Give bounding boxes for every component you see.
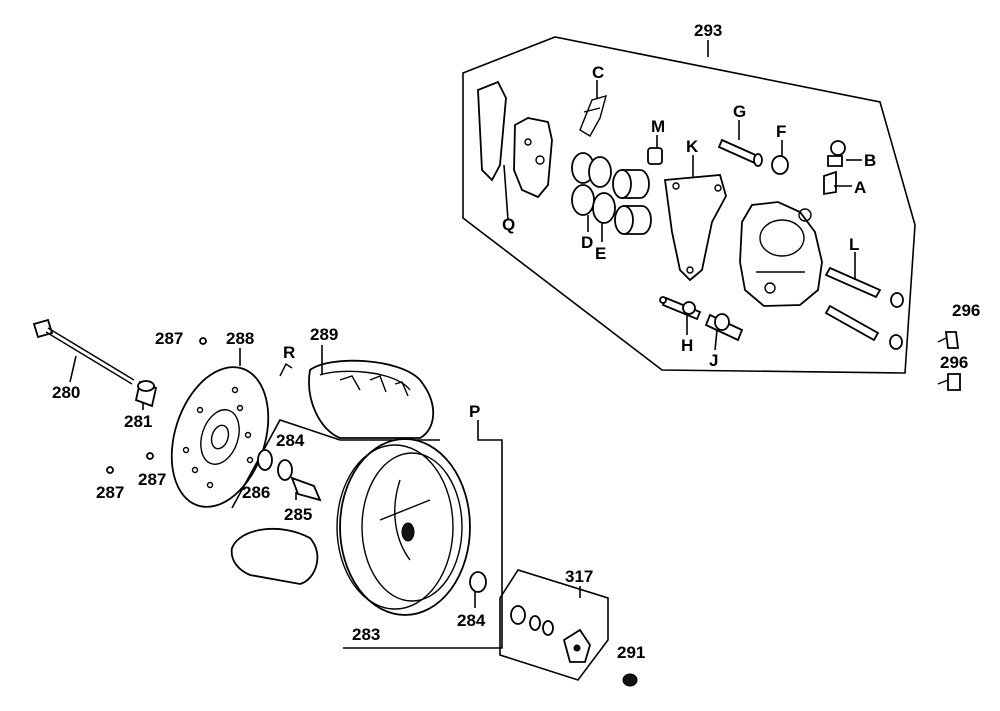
- wheel-group-outline-left: [231, 419, 440, 509]
- label-B: B: [864, 151, 876, 170]
- caliper-assembly-group: [462, 36, 916, 374]
- label-R: R: [283, 343, 295, 362]
- label-P: P: [469, 402, 480, 421]
- label-293: 293: [694, 21, 722, 40]
- part-labels: 293 C M G K F B A Q D E L H J 296 296 28…: [52, 21, 980, 662]
- label-317: 317: [565, 567, 593, 586]
- label-280: 280: [52, 383, 80, 402]
- label-K: K: [686, 137, 699, 156]
- mounting-bolts: [659, 296, 744, 342]
- piston-seals: [571, 152, 616, 224]
- leader-J: [714, 329, 718, 351]
- label-C: C: [592, 63, 604, 82]
- label-288: 288: [226, 329, 254, 348]
- label-F: F: [776, 122, 786, 141]
- caliper-bolts: [824, 266, 904, 350]
- label-287-bottom: 287: [96, 483, 124, 502]
- label-287-top: 287: [155, 329, 183, 348]
- label-E: E: [595, 244, 606, 263]
- label-285: 285: [284, 505, 312, 524]
- pin-boot: [771, 155, 789, 175]
- label-J: J: [709, 351, 718, 370]
- caliper-pistons: [612, 169, 652, 235]
- bolts-296: [937, 331, 961, 391]
- label-M: M: [651, 117, 665, 136]
- slide-pin: [717, 138, 763, 167]
- label-L: L: [849, 235, 859, 254]
- label-G: G: [733, 102, 746, 121]
- speedo-group-outline: [499, 569, 609, 681]
- label-296-upper: 296: [952, 301, 980, 320]
- wheel-bearings: [257, 449, 487, 593]
- pad-spring-clip: [579, 94, 608, 137]
- label-D: D: [581, 233, 593, 252]
- wheel-rim-group: [231, 419, 503, 649]
- bleed-cap-and-screw: [823, 140, 846, 196]
- label-291: 291: [617, 643, 645, 662]
- brake-pads: [477, 80, 553, 199]
- axle-collar: [134, 380, 158, 408]
- label-284-lower: 284: [457, 611, 486, 630]
- wheel-group-outline: [343, 420, 503, 649]
- caliper-body: [739, 201, 823, 307]
- tire: [230, 359, 435, 585]
- leader-Q: [503, 164, 509, 221]
- label-287-middle: 287: [138, 470, 166, 489]
- label-Q: Q: [502, 215, 515, 234]
- label-H: H: [681, 336, 693, 355]
- label-A: A: [854, 178, 866, 197]
- label-296-lower: 296: [940, 353, 968, 372]
- r-clip: [279, 362, 293, 377]
- bleeder-screw: [647, 147, 663, 165]
- caliper-bracket: [663, 174, 727, 282]
- nut-291: [622, 673, 638, 687]
- leader-280: [69, 355, 77, 383]
- label-286: 286: [242, 483, 270, 502]
- disc-bolts-287: [106, 337, 207, 474]
- label-281: 281: [124, 412, 152, 431]
- label-289: 289: [310, 325, 338, 344]
- label-283: 283: [352, 625, 380, 644]
- label-284-upper: 284: [276, 431, 305, 450]
- caliper-group-outline: [462, 36, 916, 374]
- axle: [32, 318, 135, 385]
- speedo-drive-group: [499, 569, 609, 681]
